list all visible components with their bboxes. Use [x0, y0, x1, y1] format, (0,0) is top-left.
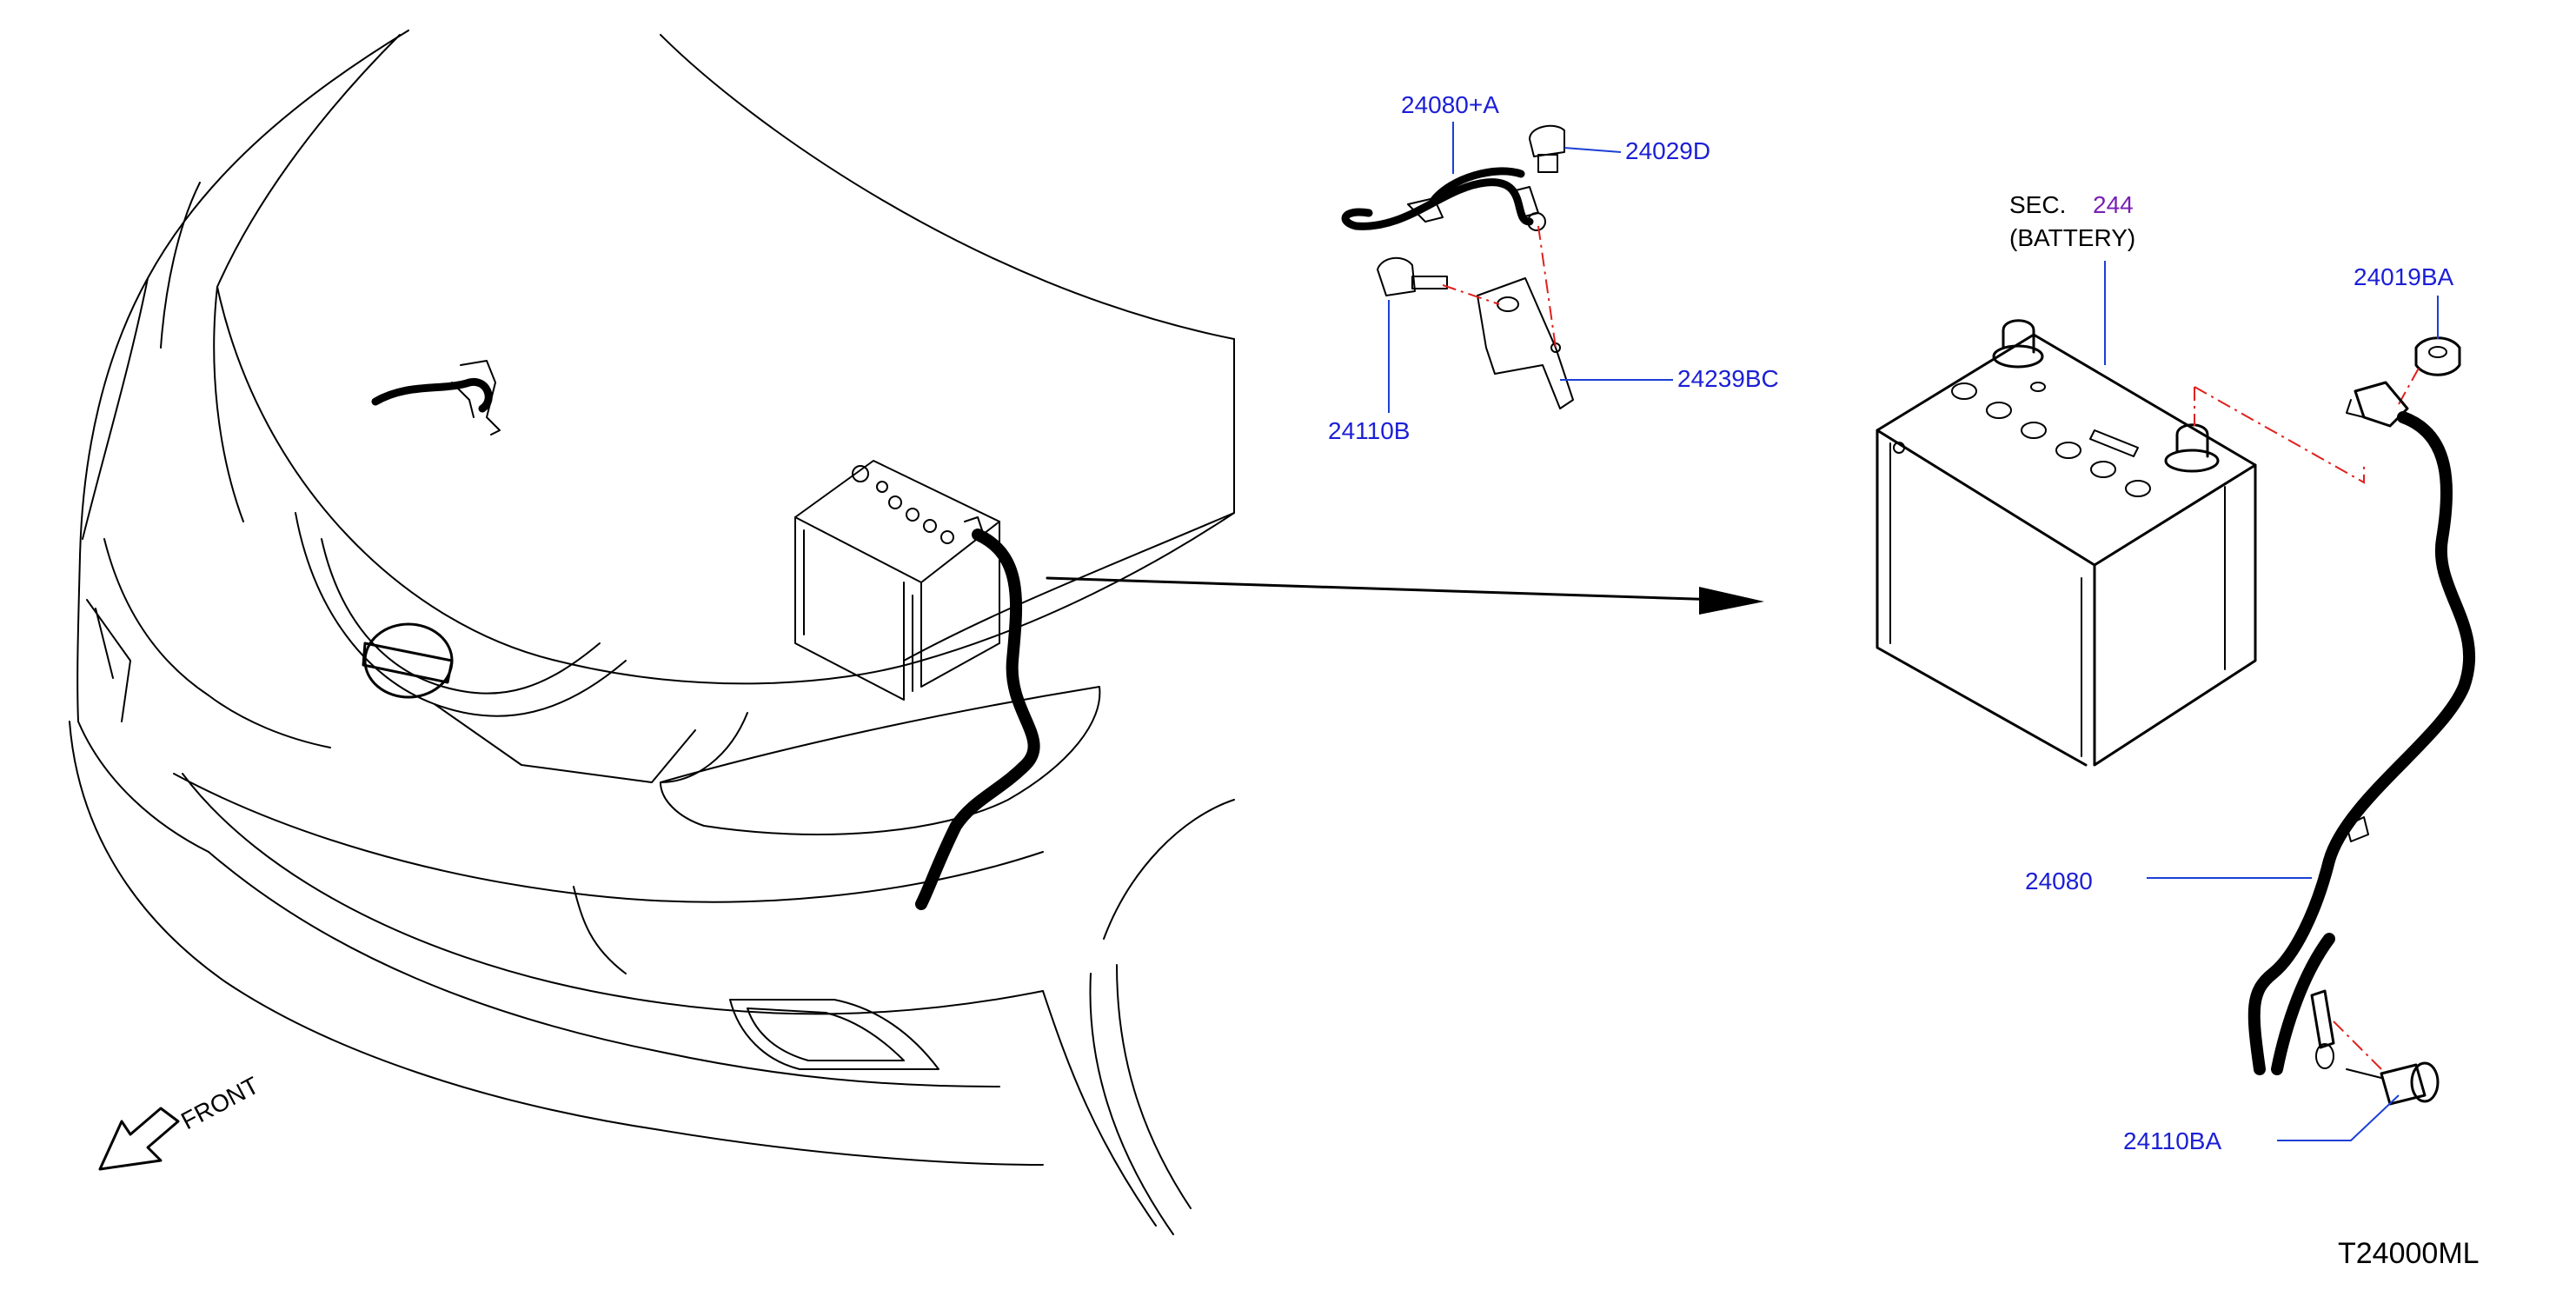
- leader-24029d: [1564, 147, 1622, 153]
- bracket-24239bc: [1477, 277, 1574, 409]
- bolt-24110ba: [2346, 1061, 2440, 1106]
- cable-24080: [2247, 411, 2476, 1075]
- vehicle-ground-cable: [915, 529, 1040, 910]
- label-24080-a: 24080+A: [1401, 91, 1499, 118]
- sec-number-label: 244: [2093, 191, 2134, 218]
- bolt-24110b: [1377, 256, 1448, 296]
- guide-24110b: [1442, 284, 1500, 305]
- hood-ground-cable: [371, 360, 501, 436]
- guide-24110ba: [2333, 1021, 2382, 1070]
- label-24029d: 24029D: [1625, 137, 1710, 164]
- diagram-code: T24000ML: [2338, 1237, 2480, 1270]
- label-24110ba: 24110BA: [2123, 1127, 2221, 1154]
- sec-prefix-label: SEC.: [2009, 191, 2066, 218]
- callout-arrow: [1046, 576, 1764, 615]
- label-24080: 24080: [2025, 868, 2093, 894]
- front-direction-arrow: [98, 1107, 180, 1171]
- cable-24080-a: [1341, 167, 1539, 230]
- label-24239bc: 24239BC: [1677, 365, 1779, 392]
- terminal-clamp: [2346, 381, 2409, 428]
- label-24110b: 24110B: [1328, 417, 1410, 444]
- guide-nut: [2398, 364, 2421, 405]
- vehicle-front-outline: [69, 30, 1235, 1235]
- battery-detail: [1876, 319, 2257, 767]
- nut-24019ba: [2414, 336, 2461, 376]
- guide-terminal: [2194, 386, 2365, 484]
- vehicle-battery: [794, 460, 1000, 701]
- ground-lug: [2310, 816, 2369, 1069]
- leader-24110ba: [2277, 1094, 2400, 1141]
- label-24019ba: 24019BA: [2354, 263, 2454, 290]
- battery-label: (BATTERY): [2009, 224, 2135, 251]
- front-label: FRONT: [176, 1072, 263, 1135]
- guide-24029d: [1537, 225, 1557, 349]
